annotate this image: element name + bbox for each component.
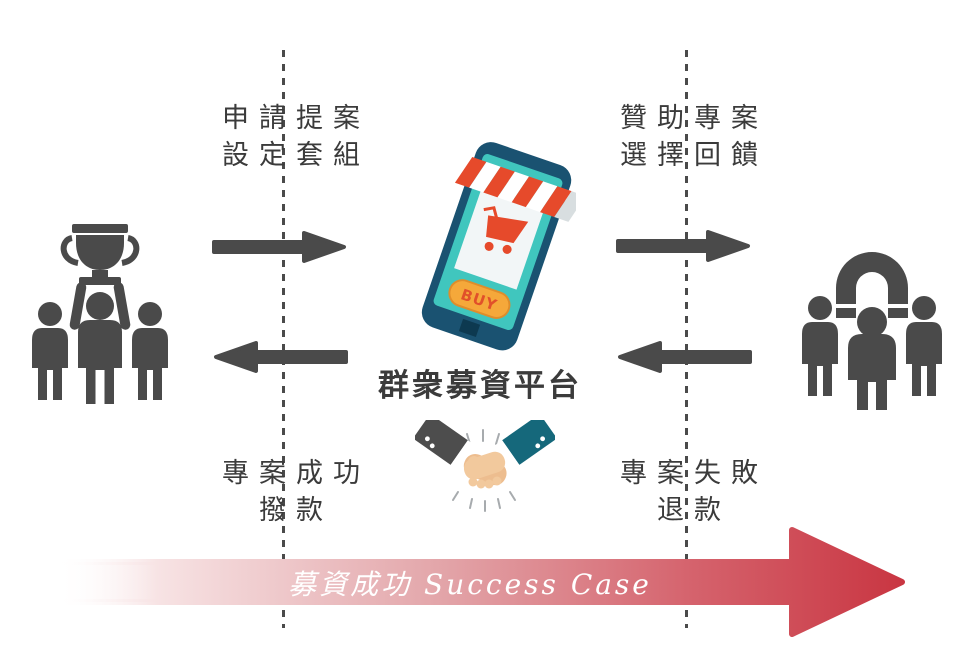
handshake-icon: [415, 420, 555, 512]
label-project-success: 專案成功 撥款: [166, 455, 416, 529]
label-line: 撥款: [259, 495, 333, 526]
label-line: 專案成功: [222, 458, 370, 489]
smartphone-shop-icon: BUY: [421, 142, 576, 351]
awning-stripes: [454, 157, 576, 222]
label-line: 設定套組: [222, 140, 370, 171]
arrow-right-sponsor-icon: [616, 230, 750, 262]
platform-title: 群衆募資平台: [378, 368, 582, 404]
arrow-right-proposal-icon: [212, 231, 346, 263]
dashed-divider-left: [282, 50, 285, 628]
magnet-audience-icon: [802, 252, 942, 410]
success-arrow-label: 募資成功 Success Case: [288, 568, 652, 601]
label-project-fail: 專案失敗 退款: [564, 455, 814, 529]
label-line: 專案失敗: [620, 458, 768, 489]
label-line: 贊助專案: [620, 103, 768, 134]
label-line: 申請提案: [222, 103, 370, 134]
trophy-team-icon: [32, 224, 168, 404]
label-line: 退款: [657, 495, 731, 526]
dashed-divider-right: [685, 50, 688, 628]
arrow-left-refund-icon: [618, 341, 752, 373]
label-apply-proposal: 申請提案 設定套組: [166, 100, 416, 174]
label-sponsor-project: 贊助專案 選擇回饋: [564, 100, 814, 174]
arrow-left-disburse-icon: [214, 341, 348, 373]
success-arrow: [53, 527, 905, 637]
label-line: 選擇回饋: [620, 140, 768, 171]
